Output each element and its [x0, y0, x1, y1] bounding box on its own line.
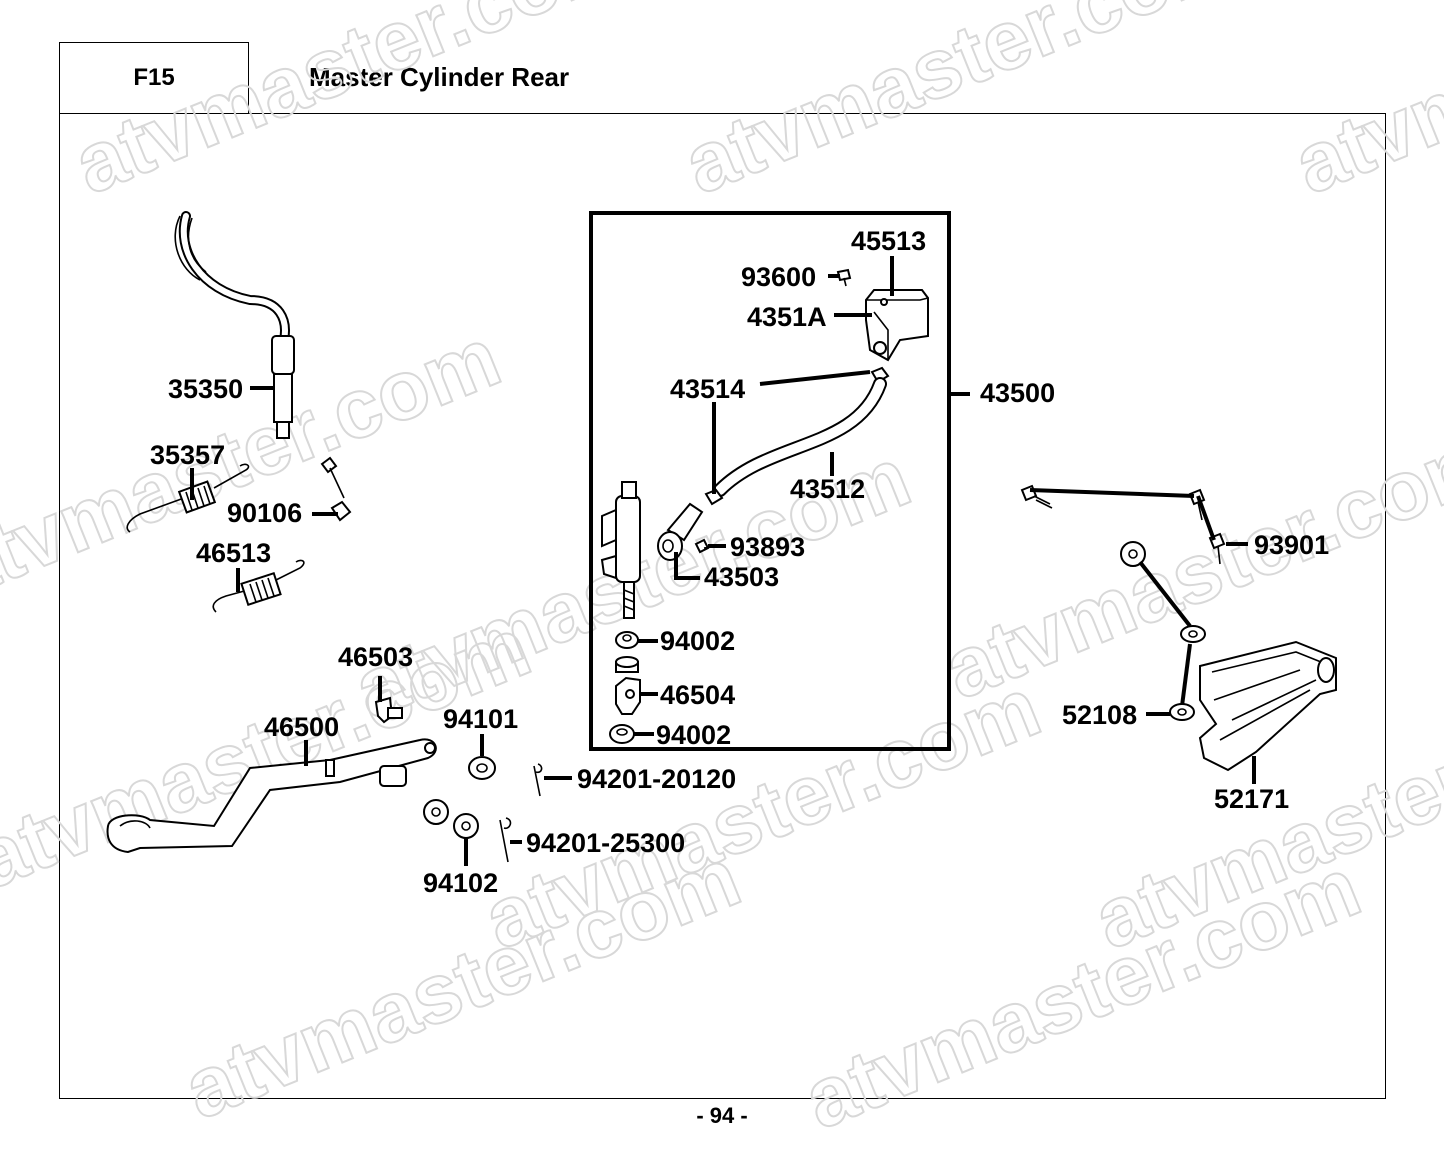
part-label-52108: 52108 — [1062, 700, 1137, 730]
cotter-pin-94201-25300-part — [499, 817, 512, 863]
part-label-52171: 52171 — [1214, 784, 1289, 814]
part-label-94002-top: 94002 — [660, 626, 735, 656]
part-label-43514: 43514 — [670, 374, 745, 404]
screw-93901-set — [1020, 484, 1226, 565]
part-label-46500: 46500 — [264, 712, 339, 742]
part-label-93600: 93600 — [741, 262, 816, 292]
part-label-94102: 94102 — [423, 868, 498, 898]
part-label-94101: 94101 — [443, 704, 518, 734]
cotter-pin-94201-20120-part — [533, 763, 543, 797]
part-label-35357: 35357 — [150, 440, 225, 470]
reservoir-part — [865, 289, 929, 362]
part-label-43503: 43503 — [704, 562, 779, 592]
part-label-94201-20120: 94201-20120 — [577, 764, 736, 794]
master-cylinder-body — [600, 481, 641, 619]
part-label-43512: 43512 — [790, 474, 865, 504]
part-label-46503: 46503 — [338, 642, 413, 672]
switch-35350-part — [174, 211, 295, 439]
watermark-text: atvmaster.com — [1282, 0, 1444, 212]
watermark-text: atvmaster.com — [0, 599, 542, 907]
washer-94102-b-part — [453, 813, 479, 839]
clevis-46504-part — [615, 676, 641, 715]
washer-94101-part — [468, 756, 496, 780]
brake-pedal-46500-part — [106, 738, 437, 854]
watermark-text: atvmaster.com — [792, 839, 1373, 1147]
part-labels: 45513 93600 4351A 43514 43500 43512 9389… — [150, 226, 1329, 898]
bracket-52171-part — [1198, 640, 1337, 772]
watermark-text: atvmaster.com — [0, 309, 512, 617]
part-label-93893: 93893 — [730, 532, 805, 562]
part-label-45513: 45513 — [851, 226, 926, 256]
bushing-52108-part — [1120, 541, 1206, 721]
part-label-46504: 46504 — [660, 680, 735, 710]
bracket-46503-part — [374, 696, 403, 724]
part-label-94002-bottom: 94002 — [656, 720, 731, 750]
spring-46513-part — [212, 559, 305, 613]
nut-94002-bottom-part — [609, 724, 635, 744]
part-label-35350: 35350 — [168, 374, 243, 404]
spring-35357-part — [126, 463, 250, 533]
part-label-46513: 46513 — [196, 538, 271, 568]
part-label-43500: 43500 — [980, 378, 1055, 408]
page-number: - 94 - — [696, 1103, 748, 1128]
screw-93600-part — [836, 268, 852, 287]
part-label-93901: 93901 — [1254, 530, 1329, 560]
part-label-4351A: 4351A — [747, 302, 827, 332]
diagram-frame — [59, 113, 1386, 1099]
part-label-90106: 90106 — [227, 498, 302, 528]
part-label-94201-25300: 94201-25300 — [526, 828, 685, 858]
watermark-text: atvmaster.com — [62, 0, 643, 212]
diagram-title: Master Cylinder Rear — [309, 62, 570, 92]
watermark-text: atvmaster.com — [672, 0, 1253, 212]
nut-94002-top-part — [615, 631, 639, 673]
leader-lines — [190, 256, 1256, 866]
assembly-box-43500 — [589, 211, 951, 751]
washer-94102-a-part — [423, 799, 449, 825]
